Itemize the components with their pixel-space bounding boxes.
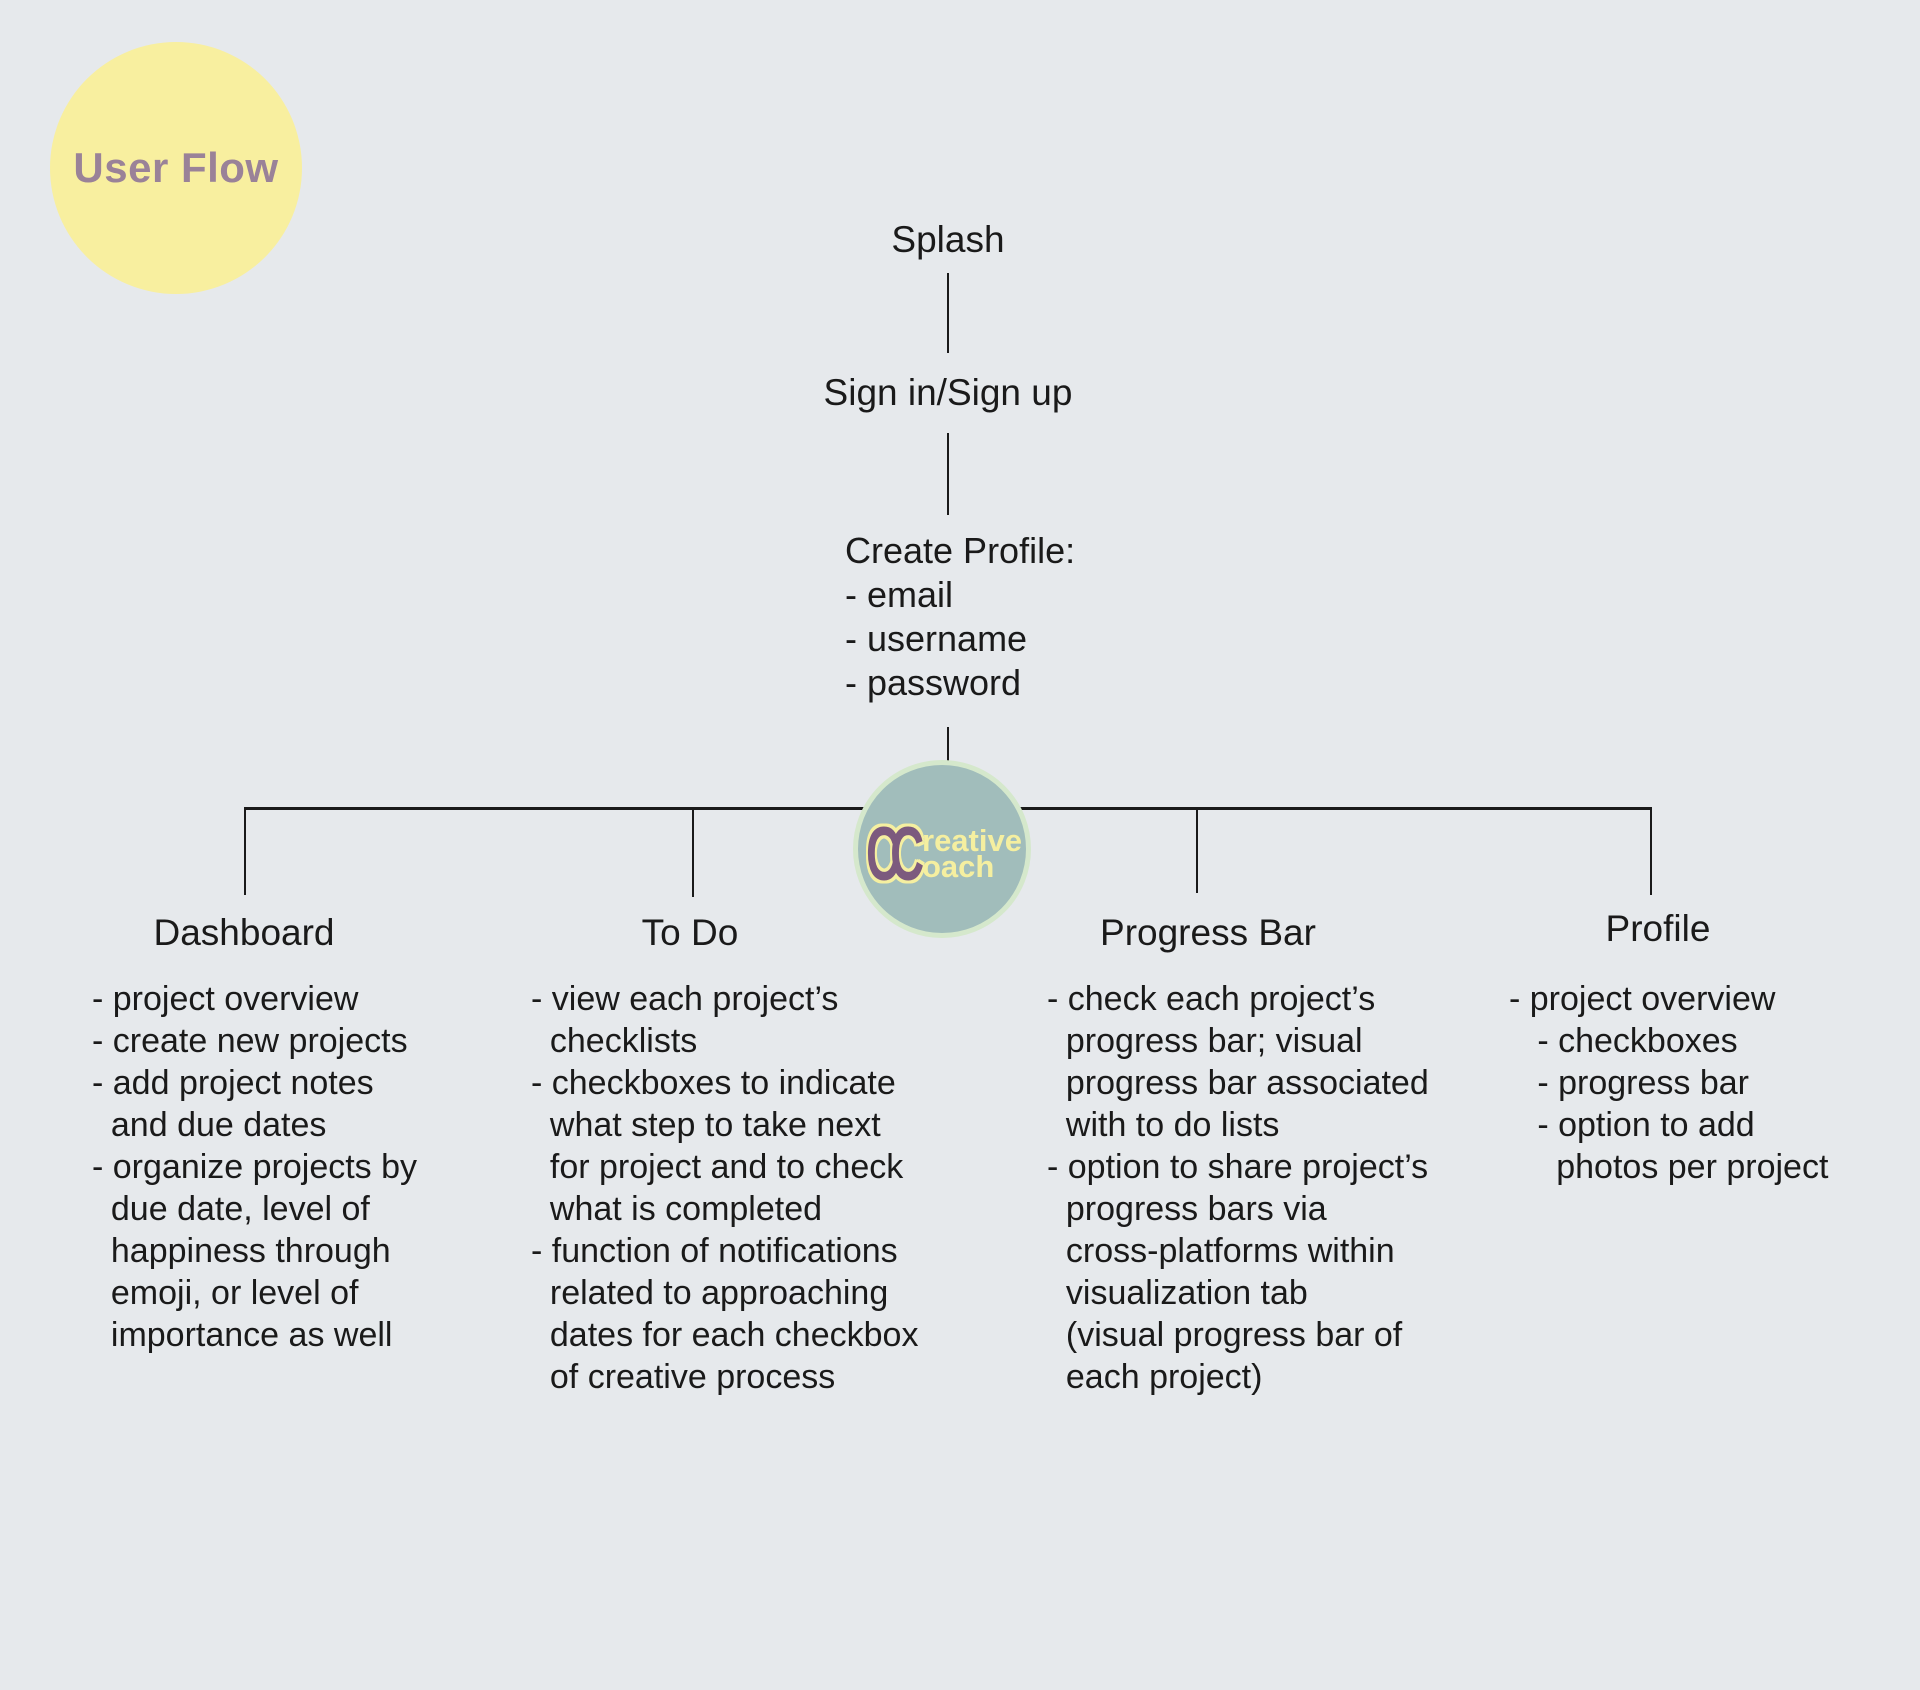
branch-title-progressbar: Progress Bar [1100,912,1316,953]
branch-drop-profile [1650,808,1652,895]
node-splash: Splash [891,219,1005,260]
branch-drop-progressbar [1196,808,1198,893]
branch-drop-dashboard [244,808,246,895]
branch-list-profile: - project overview - checkboxes - progre… [1509,980,1829,1186]
branch-drop-todo [692,808,694,897]
connector-signin-createprofile [947,433,949,515]
user-flow-badge: User Flow [50,42,302,294]
node-signin: Sign in/Sign up [823,372,1073,413]
logo-cc-monogram: CC [866,812,924,897]
user-flow-badge-label: User Flow [73,144,279,191]
logo-wordmark: reative oach [922,823,1022,884]
node-create-profile: Create Profile: - email - username - pas… [845,530,1076,703]
branch-list-progressbar: - check each project’s progress bar; vis… [1047,980,1429,1396]
branch-title-todo: To Do [641,912,739,953]
branch-list-todo: - view each project’s checklists - check… [531,980,919,1396]
branch-title-dashboard: Dashboard [153,912,335,953]
branch-list-dashboard: - project overview - create new projects… [92,980,418,1354]
connector-createprofile-logo [947,727,949,765]
creative-coach-logo: CC reative oach [853,760,1031,938]
branch-title-profile: Profile [1605,908,1711,949]
connector-splash-signin [947,273,949,353]
